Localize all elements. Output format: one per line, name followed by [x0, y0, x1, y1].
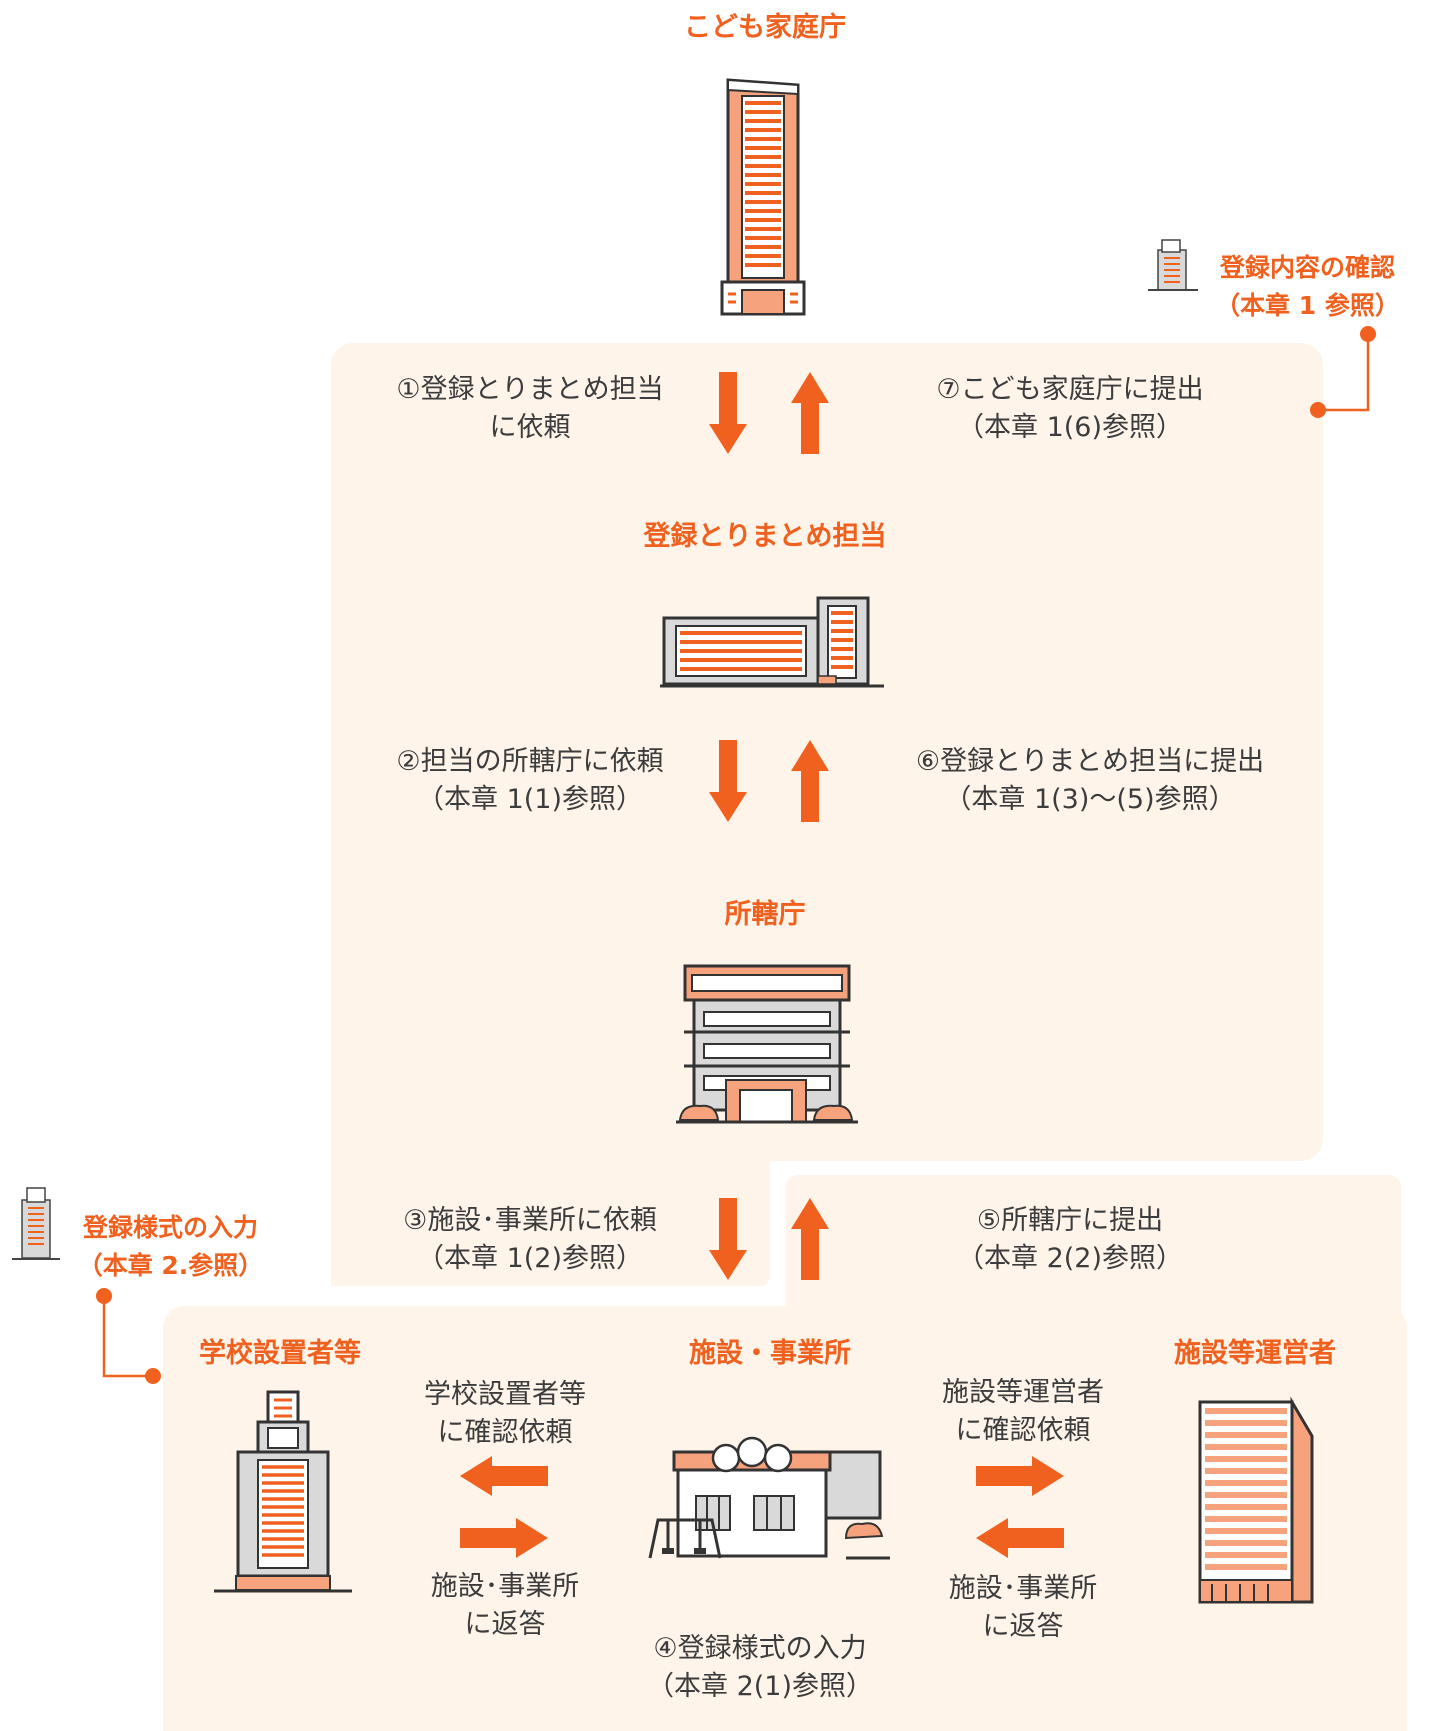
node-title-agency: こども家庭庁 — [684, 12, 846, 43]
arrow-down-3 — [709, 1198, 747, 1280]
arrow-right-from-school — [460, 1518, 548, 1558]
node-title-office: 所轄庁 — [724, 899, 806, 930]
note-input-line1: 登録様式の入力 — [82, 1213, 258, 1242]
step3-line1: ③施設･事業所に依頼 — [403, 1205, 657, 1236]
request-operator-line1: 施設等運営者 — [942, 1377, 1104, 1408]
reply-school-line2: に返答 — [464, 1609, 546, 1640]
node-title-operator: 施設等運営者 — [1174, 1338, 1336, 1369]
reply-school-label: 施設･事業所 に返答 — [400, 1568, 610, 1644]
step4-line2: （本章 2(1)参照） — [646, 1671, 873, 1702]
step5-line2: （本章 2(2)参照） — [956, 1243, 1183, 1274]
step1-label: ①登録とりまとめ担当 に依頼 — [370, 371, 690, 447]
reply-operator-label: 施設･事業所 に返答 — [918, 1570, 1128, 1646]
step6-line1: ⑥登録とりまとめ担当に提出 — [915, 746, 1265, 777]
arrow-up-7 — [791, 372, 829, 454]
step7-line2: （本章 1(6)参照） — [956, 412, 1183, 443]
step2-line2: （本章 1(1)参照） — [416, 784, 643, 815]
node-title-coordinator: 登録とりまとめ担当 — [643, 521, 887, 552]
request-school-line2: に確認依頼 — [437, 1417, 573, 1448]
step3-label: ③施設･事業所に依頼 （本章 1(2)参照） — [370, 1202, 690, 1278]
note-confirm-line2: （本章 1 参照） — [1215, 291, 1400, 320]
panel-right-extension — [786, 1175, 1401, 1325]
request-school-line1: 学校設置者等 — [424, 1379, 586, 1410]
step4-line1: ④登録様式の入力 — [653, 1633, 867, 1664]
step3-line2: （本章 1(2)参照） — [416, 1243, 643, 1274]
step7-line1: ⑦こども家庭庁に提出 — [936, 374, 1204, 405]
arrow-right-to-operator — [976, 1456, 1064, 1496]
arrow-down-2 — [709, 740, 747, 822]
step4-label: ④登録様式の入力 （本章 2(1)参照） — [600, 1630, 920, 1706]
request-operator-label: 施設等運営者 に確認依頼 — [918, 1374, 1128, 1450]
arrow-left-to-school — [460, 1456, 548, 1496]
request-operator-line2: に確認依頼 — [955, 1415, 1091, 1446]
step5-label: ⑤所轄庁に提出 （本章 2(2)参照） — [910, 1202, 1230, 1278]
arrow-up-6 — [791, 740, 829, 822]
panel-left-extension — [331, 1140, 770, 1286]
step2-line1: ②担当の所轄庁に依頼 — [396, 746, 664, 777]
reply-operator-line2: に返答 — [982, 1611, 1064, 1642]
node-title-school: 学校設置者等 — [199, 1338, 361, 1369]
node-title-facility: 施設・事業所 — [689, 1338, 851, 1369]
step7-label: ⑦こども家庭庁に提出 （本章 1(6)参照） — [900, 371, 1240, 447]
note-confirm: 登録内容の確認 （本章 1 参照） — [1195, 249, 1420, 325]
note-input: 登録様式の入力 （本章 2.参照） — [58, 1209, 283, 1285]
step5-line1: ⑤所轄庁に提出 — [976, 1205, 1164, 1236]
step6-line2: （本章 1(3)〜(5)参照） — [944, 784, 1236, 815]
step1-line1: ①登録とりまとめ担当 — [396, 374, 664, 405]
arrow-down-1 — [709, 372, 747, 454]
step6-label: ⑥登録とりまとめ担当に提出 （本章 1(3)〜(5)参照） — [890, 743, 1290, 819]
note-input-line2: （本章 2.参照） — [77, 1251, 264, 1280]
arrow-left-from-operator — [976, 1518, 1064, 1558]
reply-school-line1: 施設･事業所 — [430, 1571, 580, 1602]
arrow-up-5 — [791, 1198, 829, 1280]
note-confirm-line1: 登録内容の確認 — [1219, 253, 1395, 282]
reply-operator-line1: 施設･事業所 — [948, 1573, 1098, 1604]
request-school-label: 学校設置者等 に確認依頼 — [400, 1376, 610, 1452]
step2-label: ②担当の所轄庁に依頼 （本章 1(1)参照） — [360, 743, 700, 819]
step1-line2: に依頼 — [489, 412, 571, 443]
